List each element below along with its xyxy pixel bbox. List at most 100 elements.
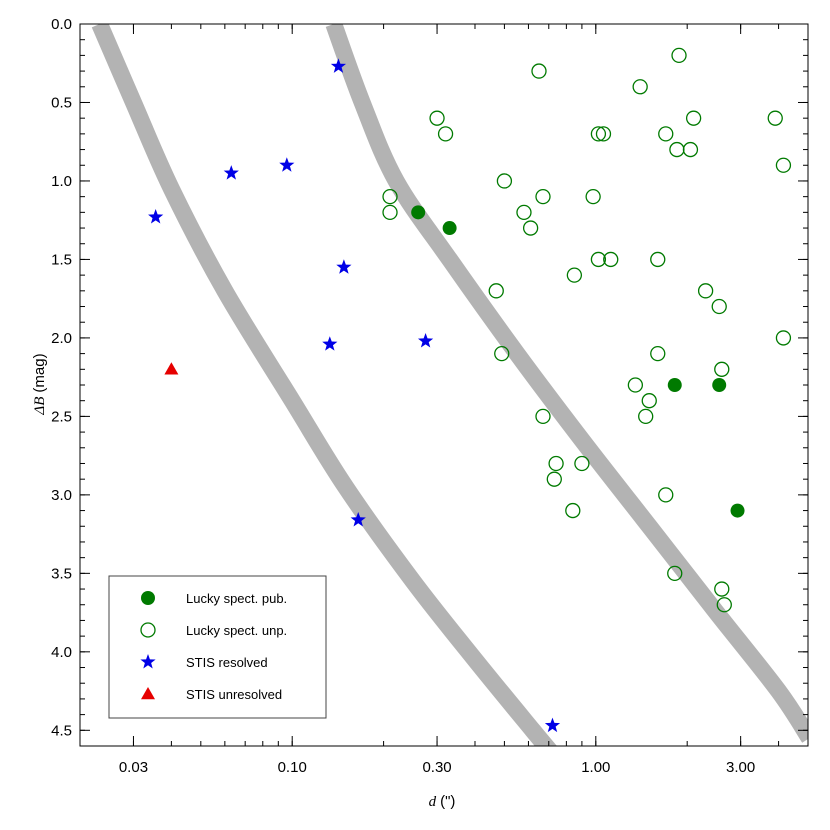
y-tick-label-5: 2.0 (51, 330, 72, 347)
point-open-circle-11 (669, 141, 685, 158)
point-open-circle-5 (437, 126, 454, 142)
point-open-circle-1 (531, 63, 547, 79)
point-star-1 (330, 58, 347, 73)
y-tick-label-1: 0.0 (51, 16, 72, 33)
x-axis-label-var: d (429, 794, 437, 810)
point-filled-circle-2 (442, 221, 457, 236)
limit-curve-1 (91, 24, 557, 746)
point-open-circle-41 (667, 565, 683, 581)
tick-labels: 0.03 0.10 0.30 1.00 3.00 0.0 0.5 1.0 1.5 2.0 2.5 3.… (51, 16, 755, 776)
y-tick-label-2: 0.5 (51, 94, 72, 111)
point-open-circle-16 (535, 189, 551, 205)
point-open-circle-25 (488, 283, 504, 299)
point-open-circle-22 (603, 251, 619, 268)
y-axis-label: ΔB (mag) (31, 353, 48, 415)
y-tick-label-8: 3.5 (51, 565, 72, 582)
point-open-circle-13 (775, 157, 792, 173)
point-star-3 (279, 157, 295, 172)
y-axis-label-var: ΔB (32, 397, 48, 416)
point-open-circle-21 (590, 251, 607, 268)
point-open-circle-20 (522, 220, 539, 236)
legend-marker-open-circle (140, 622, 156, 638)
point-open-circle-4 (429, 110, 445, 126)
point-open-circle-27 (711, 298, 727, 315)
point-open-circle-33 (641, 393, 657, 409)
y-tick-label-10: 4.5 (51, 722, 72, 739)
point-open-circle-35 (535, 408, 551, 425)
x-axis-label: d(") (429, 793, 456, 810)
detection-limit-curves (91, 24, 808, 746)
legend-item: STIS unresolved (141, 687, 282, 702)
x-tick-label-3: 0.30 (422, 759, 451, 776)
y-tick-label-6: 2.5 (51, 408, 72, 425)
legend-item: STIS resolved (140, 654, 268, 670)
point-open-circle-34 (638, 408, 654, 425)
point-open-circle-38 (546, 471, 562, 487)
point-open-circle-7 (767, 110, 783, 126)
limit-curve-2 (325, 24, 808, 743)
point-open-circle-29 (494, 345, 510, 362)
point-filled-circle-5 (730, 503, 745, 518)
point-star-5 (336, 259, 352, 274)
x-tick-label-5: 3.00 (726, 759, 755, 776)
point-star-7 (417, 333, 434, 348)
x-tick-label-2: 0.10 (278, 759, 307, 776)
point-open-circle-31 (714, 361, 730, 377)
point-filled-circle-4 (712, 378, 727, 392)
point-filled-circle-3 (667, 378, 682, 392)
legend-items: Lucky spect. pub. Lucky spect. unp. STIS r… (140, 591, 287, 702)
legend-label: Lucky spect. pub. (186, 591, 287, 606)
point-open-circle-37 (574, 455, 590, 472)
y-tick-label-3: 1.0 (51, 173, 72, 190)
point-open-circle-32 (627, 377, 644, 393)
point-star-6 (322, 336, 338, 351)
point-open-circle-39 (658, 487, 674, 503)
x-tick-label-4: 1.00 (581, 759, 610, 776)
y-tick-label-4: 1.5 (51, 251, 72, 268)
point-open-circle-10 (658, 126, 674, 142)
legend-marker-filled-circle (141, 591, 155, 605)
point-open-circle-2 (671, 47, 687, 64)
legend-label: Lucky spect. unp. (186, 623, 287, 638)
point-open-circle-28 (775, 330, 792, 346)
point-open-circle-3 (632, 79, 648, 95)
point-open-circle-12 (682, 141, 699, 158)
x-tick-label-1: 0.03 (119, 759, 148, 776)
point-open-circle-15 (382, 189, 398, 205)
point-filled-circle-1 (411, 205, 426, 220)
point-open-circle-18 (382, 204, 398, 220)
point-star-2 (223, 165, 239, 180)
point-open-circle-24 (566, 267, 583, 283)
point-open-circle-17 (585, 189, 601, 205)
point-star-4 (148, 209, 164, 224)
legend-marker-triangle (141, 687, 155, 700)
axis-ticks (79, 23, 809, 747)
y-axis-label-unit: (mag) (31, 353, 48, 392)
point-open-circle-23 (650, 251, 666, 268)
legend-label: STIS resolved (186, 655, 268, 670)
point-open-circle-42 (714, 581, 730, 597)
y-tick-label-9: 4.0 (51, 644, 72, 661)
legend-item: Lucky spect. unp. (140, 622, 287, 638)
point-open-circle-43 (716, 597, 732, 613)
point-open-circle-30 (650, 345, 666, 362)
point-open-circle-9 (595, 126, 612, 142)
point-open-circle-6 (685, 110, 702, 126)
point-open-circle-19 (516, 204, 532, 220)
point-open-circle-26 (697, 283, 714, 299)
y-tick-label-7: 3.0 (51, 487, 72, 504)
data-points (148, 47, 792, 733)
legend-item: Lucky spect. pub. (141, 591, 287, 606)
point-triangle-1 (164, 362, 179, 375)
legend-label: STIS unresolved (186, 687, 282, 702)
legend: Lucky spect. pub. Lucky spect. unp. STIS r… (108, 575, 327, 719)
point-open-circle-40 (565, 502, 581, 519)
point-star-9 (544, 717, 561, 733)
legend-marker-star (140, 654, 156, 669)
point-open-circle-36 (548, 455, 564, 472)
x-axis-label-unit: (") (440, 793, 455, 810)
point-open-circle-14 (496, 173, 513, 189)
point-star-8 (350, 511, 366, 527)
point-open-circle-8 (590, 126, 607, 142)
